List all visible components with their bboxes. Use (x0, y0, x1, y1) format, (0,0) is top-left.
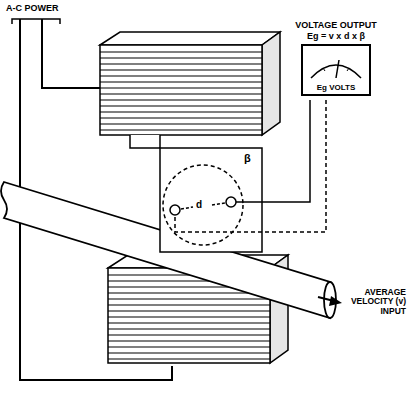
meter-dial (303, 48, 369, 82)
meter-reading: Eg VOLTS (303, 83, 369, 93)
meter-heading: VOLTAGE OUTPUT (268, 20, 404, 31)
meter-formula: Eg = v x d x β (268, 31, 404, 42)
flow-arrow (318, 296, 342, 306)
power-label: A-C POWER (6, 4, 59, 14)
field-symbol: β (244, 152, 251, 164)
signal-wires (175, 100, 326, 232)
input-label: AVERAGE VELOCITY (v) INPUT (346, 288, 406, 316)
voltmeter: VOLTAGE OUTPUTEg = v x d x β Eg VOLTS (268, 20, 404, 96)
electrode-spacing: d (196, 199, 202, 210)
upper-magnet (100, 32, 280, 148)
pole-plate (160, 148, 262, 252)
meter-box: Eg VOLTS (301, 44, 371, 96)
